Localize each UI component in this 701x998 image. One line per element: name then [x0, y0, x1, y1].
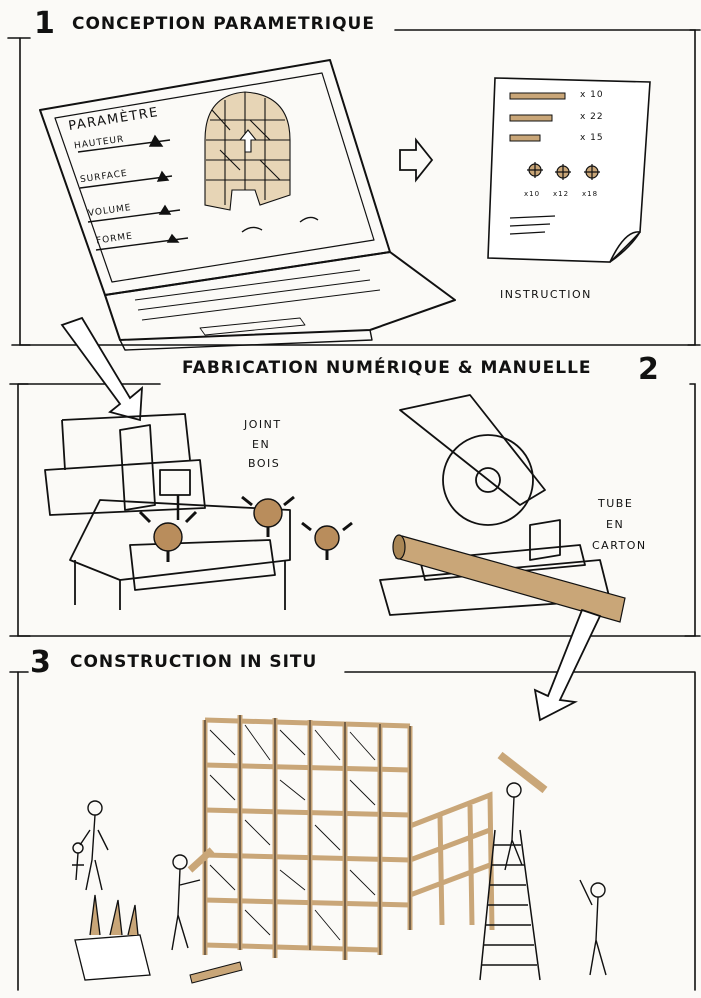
arrow-1-to-2-icon [62, 318, 142, 420]
joint-label-2: EN [252, 438, 270, 451]
rotate-arrows [242, 217, 318, 232]
arrow-to-instructions-icon [400, 140, 432, 180]
instruction-qty-2: x 22 [580, 112, 604, 122]
joint-qty-2: x12 [553, 190, 569, 198]
joint-label-3: BOIS [248, 457, 280, 470]
wood-joints [140, 497, 352, 562]
instruction-qty-1: x 10 [580, 90, 604, 100]
section-1-number: 1 [34, 6, 55, 41]
tube-label-2: EN [606, 518, 624, 531]
section-2-title: FABRICATION NUMÉRIQUE & MANUELLE [182, 358, 592, 378]
people-figures [72, 755, 606, 975]
tube-box [75, 895, 150, 980]
tube-label-3: CARTON [592, 539, 647, 552]
joint-qty-1: x10 [524, 190, 540, 198]
joint-qty-3: x18 [582, 190, 598, 198]
instruction-caption: INSTRUCTION [500, 288, 592, 301]
section-3-title: CONSTRUCTION IN SITU [70, 652, 317, 672]
arrow-2-to-3-icon [535, 610, 600, 720]
tube-structure [205, 715, 492, 960]
joint-label-1: JOINT [244, 418, 282, 431]
dome-model [205, 92, 290, 210]
section-3-number: 3 [30, 645, 51, 680]
section-1-title: CONCEPTION PARAMETRIQUE [72, 14, 375, 34]
tube-label-1: TUBE [598, 497, 633, 510]
instruction-qty-3: x 15 [580, 133, 604, 143]
section-2-number: 2 [638, 352, 659, 387]
loose-tube [190, 962, 242, 983]
cardboard-tube [393, 535, 625, 622]
